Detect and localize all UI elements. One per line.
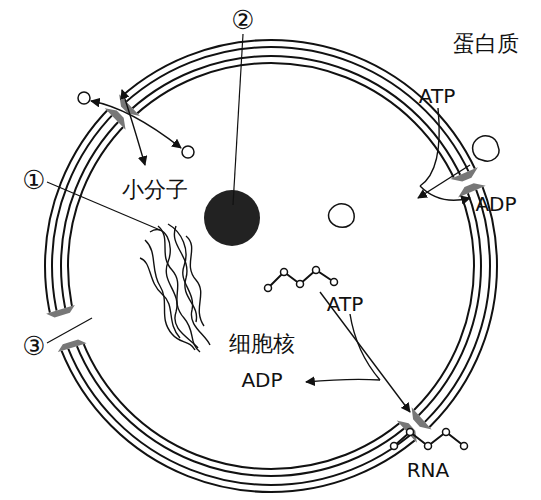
label-text: ATP: [419, 86, 455, 106]
small-molecule: [78, 90, 194, 165]
label-text: ATP: [327, 294, 363, 314]
label-text: ADP: [241, 370, 282, 390]
leader-line: [47, 34, 243, 343]
label-text: RNA: [407, 460, 450, 480]
nuclear-envelope: [45, 40, 497, 492]
label-text: ②: [231, 7, 254, 33]
label-text: ①: [22, 167, 45, 193]
nuclear-pore: [46, 94, 486, 443]
label-text: ③: [22, 333, 45, 359]
label-text: 小分子: [122, 179, 188, 201]
protein: [329, 108, 499, 227]
nucleolus: [204, 190, 260, 246]
chromatin: [140, 224, 210, 352]
label-text: 蛋白质: [453, 33, 519, 55]
label-text: 细胞核: [229, 333, 295, 355]
rna: [265, 267, 468, 450]
label-text: ADP: [475, 194, 516, 214]
